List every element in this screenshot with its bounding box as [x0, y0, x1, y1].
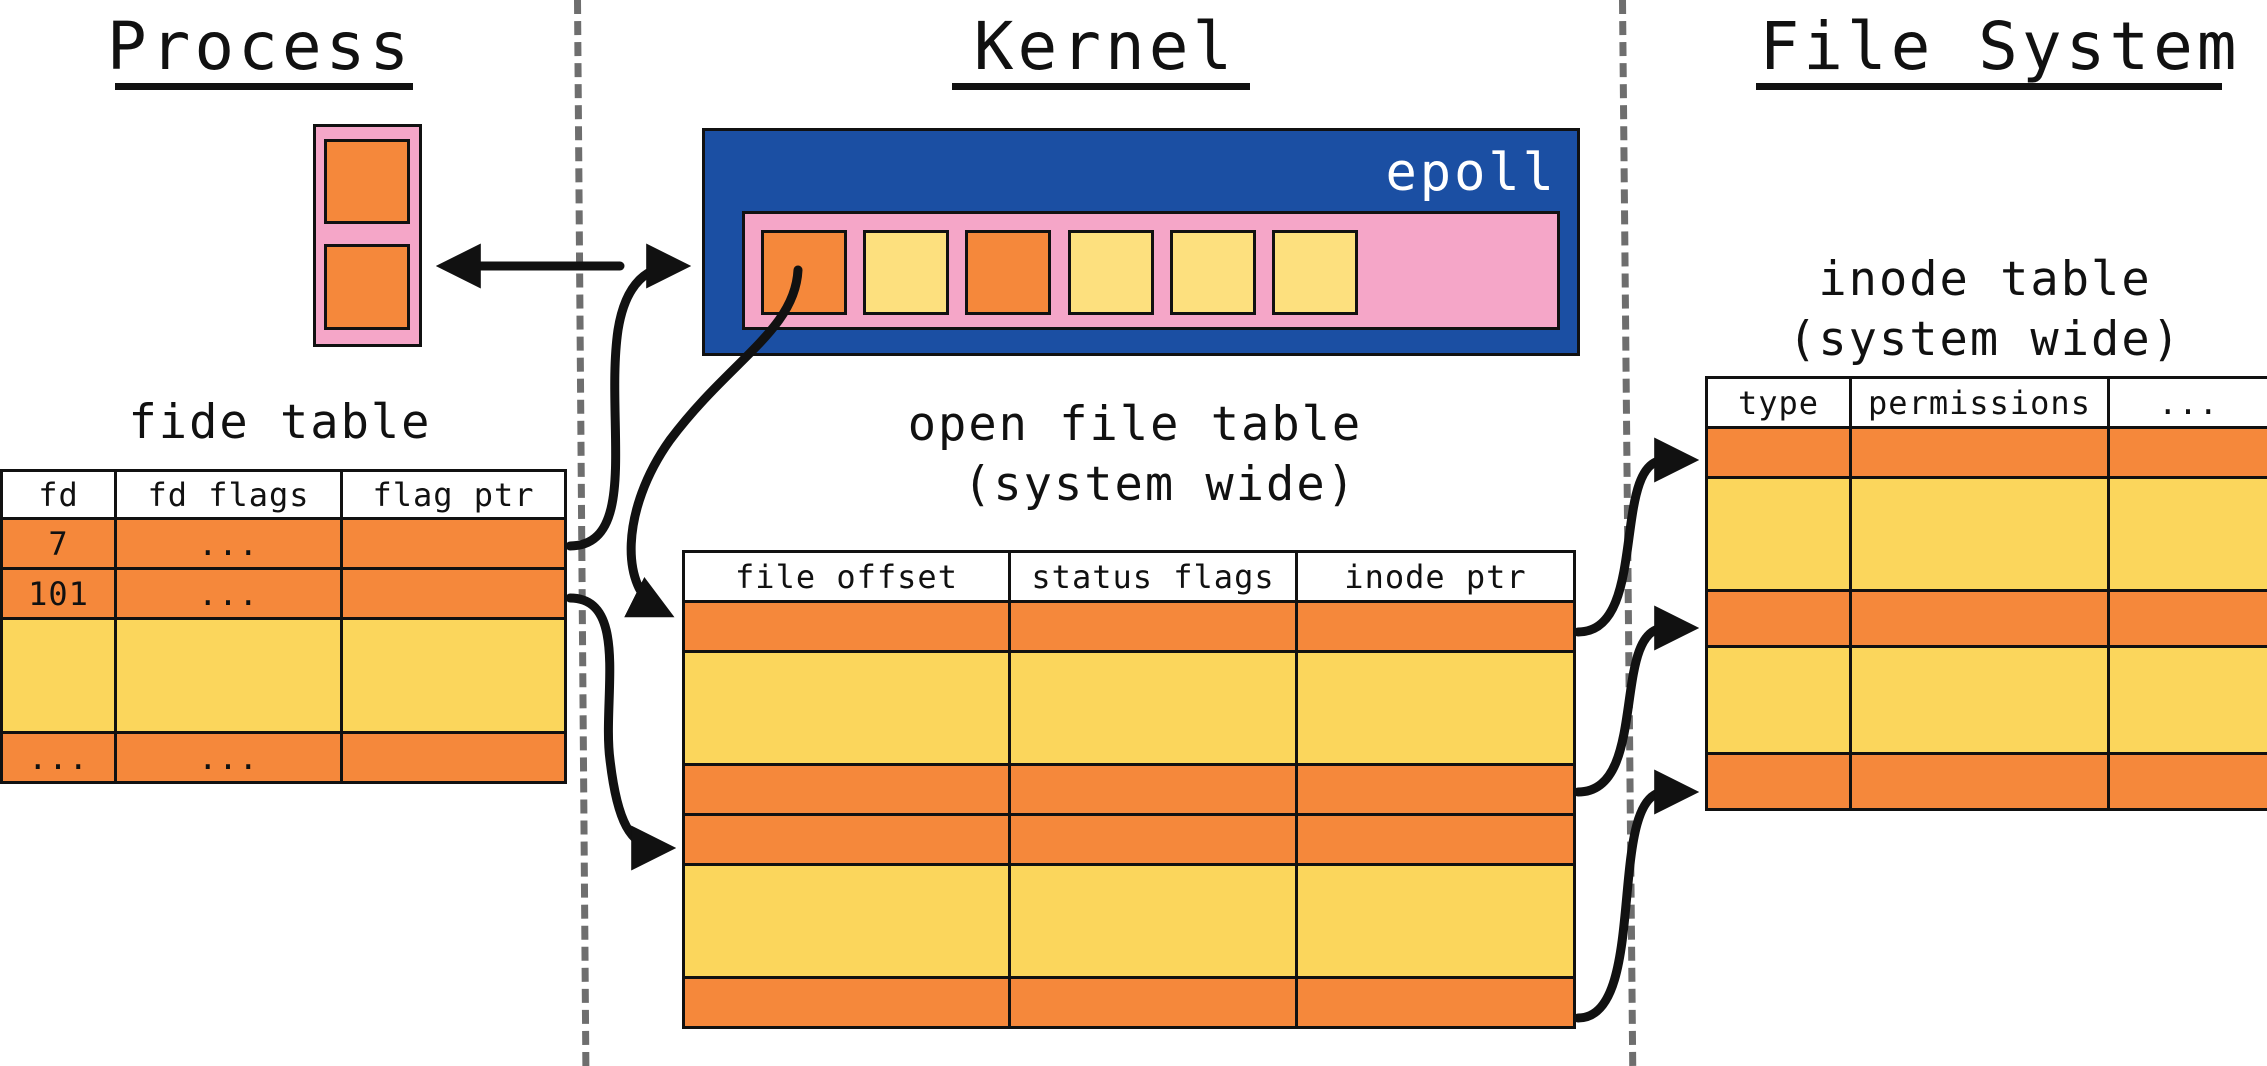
process-slot — [324, 244, 410, 330]
inode-table-header-permissions: permissions — [1849, 376, 2110, 429]
fd-cell: 101 — [0, 567, 117, 620]
fd-table-row — [0, 617, 567, 734]
flag-ptr-cell — [340, 617, 567, 734]
epoll-slot — [863, 230, 949, 315]
fd101-to-open-file-arrow — [565, 593, 677, 871]
open-file-table-row — [682, 650, 1576, 766]
inode-table-title: inode table (system wide) — [1690, 250, 2267, 370]
process-epoll-handle — [313, 124, 422, 347]
inode-table-header-more: ... — [2107, 376, 2267, 429]
open-file-table-row — [682, 600, 1576, 653]
open-file-table-row — [682, 976, 1576, 1029]
fd-flags-cell: ... — [114, 731, 343, 784]
epoll-slot — [1068, 230, 1154, 315]
inode-table-row — [1705, 589, 2267, 648]
inode-table-row — [1705, 645, 2267, 755]
fd-cell — [0, 617, 117, 734]
open-file-to-inode-arrow-2 — [1573, 605, 1700, 797]
process-heading: Process — [106, 8, 414, 85]
open-file-to-inode-arrow-1 — [1573, 437, 1700, 637]
open-file-table-row — [682, 863, 1576, 979]
open-file-table-row — [682, 813, 1576, 866]
fd-flags-cell: ... — [114, 567, 343, 620]
process-slot — [324, 139, 410, 224]
open-file-table-title-line1: open file table — [907, 397, 1363, 452]
epoll-slot — [965, 230, 1051, 315]
inode-table: type permissions ... — [1705, 376, 2267, 811]
kernel-heading-underline — [952, 83, 1250, 90]
epoll-slot — [761, 230, 847, 315]
kernel-heading: Kernel — [973, 8, 1237, 85]
file-system-heading: File System — [1759, 8, 2241, 85]
inode-table-title-line1: inode table — [1818, 252, 2152, 307]
fd-table: fd fd flags flag ptr 7 ... 101 ... ... .… — [0, 469, 567, 784]
fd-flags-cell — [114, 617, 343, 734]
fd-table-header-fd: fd — [0, 469, 117, 520]
fd-table-row: 101 ... — [0, 567, 567, 620]
flag-ptr-cell — [340, 567, 567, 620]
flag-ptr-cell — [340, 517, 567, 570]
epoll-interest-list — [742, 211, 1560, 330]
fd-cell: ... — [0, 731, 117, 784]
process-heading-underline — [115, 83, 413, 90]
open-file-table-header-inode-ptr: inode ptr — [1295, 550, 1576, 603]
fd-flags-cell: ... — [114, 517, 343, 570]
fd-table-row: 7 ... — [0, 517, 567, 570]
open-file-table-header-file-offset: file offset — [682, 550, 1011, 603]
epoll-label: epoll — [1385, 143, 1557, 203]
epoll-instance: epoll — [702, 128, 1580, 356]
open-file-to-inode-arrow-3 — [1573, 769, 1700, 1023]
inode-table-row — [1705, 752, 2267, 811]
open-file-table-title-line2: (system wide) — [963, 457, 1357, 512]
fd-table-header-fd-flags: fd flags — [114, 469, 343, 520]
flag-ptr-cell — [340, 731, 567, 784]
open-file-table-header-status-flags: status flags — [1008, 550, 1298, 603]
epoll-slot — [1272, 230, 1358, 315]
file-system-heading-underline — [1756, 83, 2222, 90]
inode-table-row — [1705, 426, 2267, 479]
fd7-to-epoll-arrow — [565, 243, 692, 551]
fd-cell: 7 — [0, 517, 117, 570]
inode-table-header-type: type — [1705, 376, 1852, 429]
fd-table-row: ... ... — [0, 731, 567, 784]
open-file-table-title: open file table (system wide) — [860, 395, 1460, 515]
fd-table-title: fide table — [128, 395, 432, 450]
epoll-slot-to-open-file-arrow — [624, 265, 803, 618]
inode-table-row — [1705, 476, 2267, 592]
fd-table-header-flag-ptr: flag ptr — [340, 469, 567, 520]
epoll-slot — [1170, 230, 1256, 315]
inode-table-title-line2: (system wide) — [1788, 312, 2182, 367]
open-file-table: file offset status flags inode ptr — [682, 550, 1576, 1029]
open-file-table-row — [682, 763, 1576, 816]
